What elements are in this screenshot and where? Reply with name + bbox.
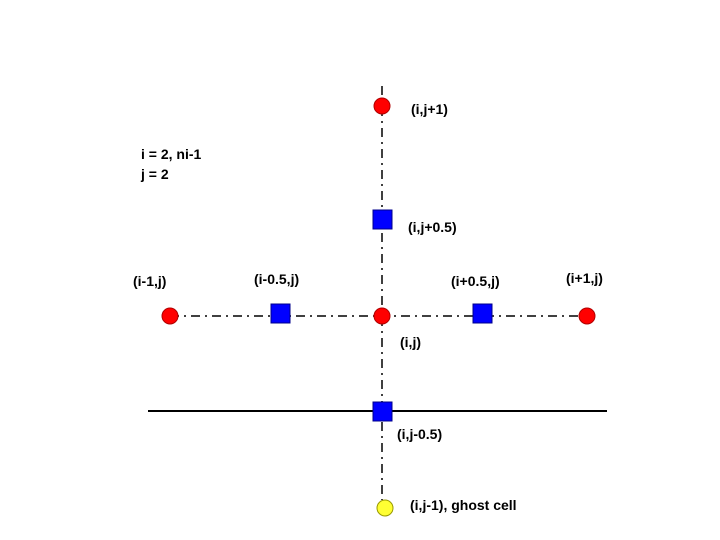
face-i-j-minus-half [372, 401, 393, 422]
index-range-i: i = 2, ni-1 [141, 146, 202, 162]
node-i-minus-1-j [161, 307, 179, 325]
face-i-plus-half-j [472, 303, 493, 324]
label-i-minus-half-j: (i-0.5,j) [254, 271, 300, 287]
node-i-plus-1-j [578, 307, 596, 325]
face-i-j-plus-half [372, 209, 393, 230]
node-i-j [373, 307, 391, 325]
node-i-j-plus-1 [373, 97, 391, 115]
label-i-plus-half-j: (i+0.5,j) [451, 273, 500, 289]
label-i-j-plus-half: (i,j+0.5) [408, 219, 457, 235]
label-i-j: (i,j) [400, 334, 421, 350]
label-i-plus-1-j: (i+1,j) [566, 270, 603, 286]
label-i-minus-1-j: (i-1,j) [133, 273, 167, 289]
ghost-node-i-j-minus-1 [376, 499, 394, 517]
face-i-minus-half-j [270, 303, 291, 324]
label-i-j-minus-half: (i,j-0.5) [397, 426, 443, 442]
label-i-j-plus-1: (i,j+1) [411, 101, 448, 117]
index-range-j: j = 2 [141, 166, 169, 182]
label-ghost-cell: (i,j-1), ghost cell [410, 497, 517, 513]
